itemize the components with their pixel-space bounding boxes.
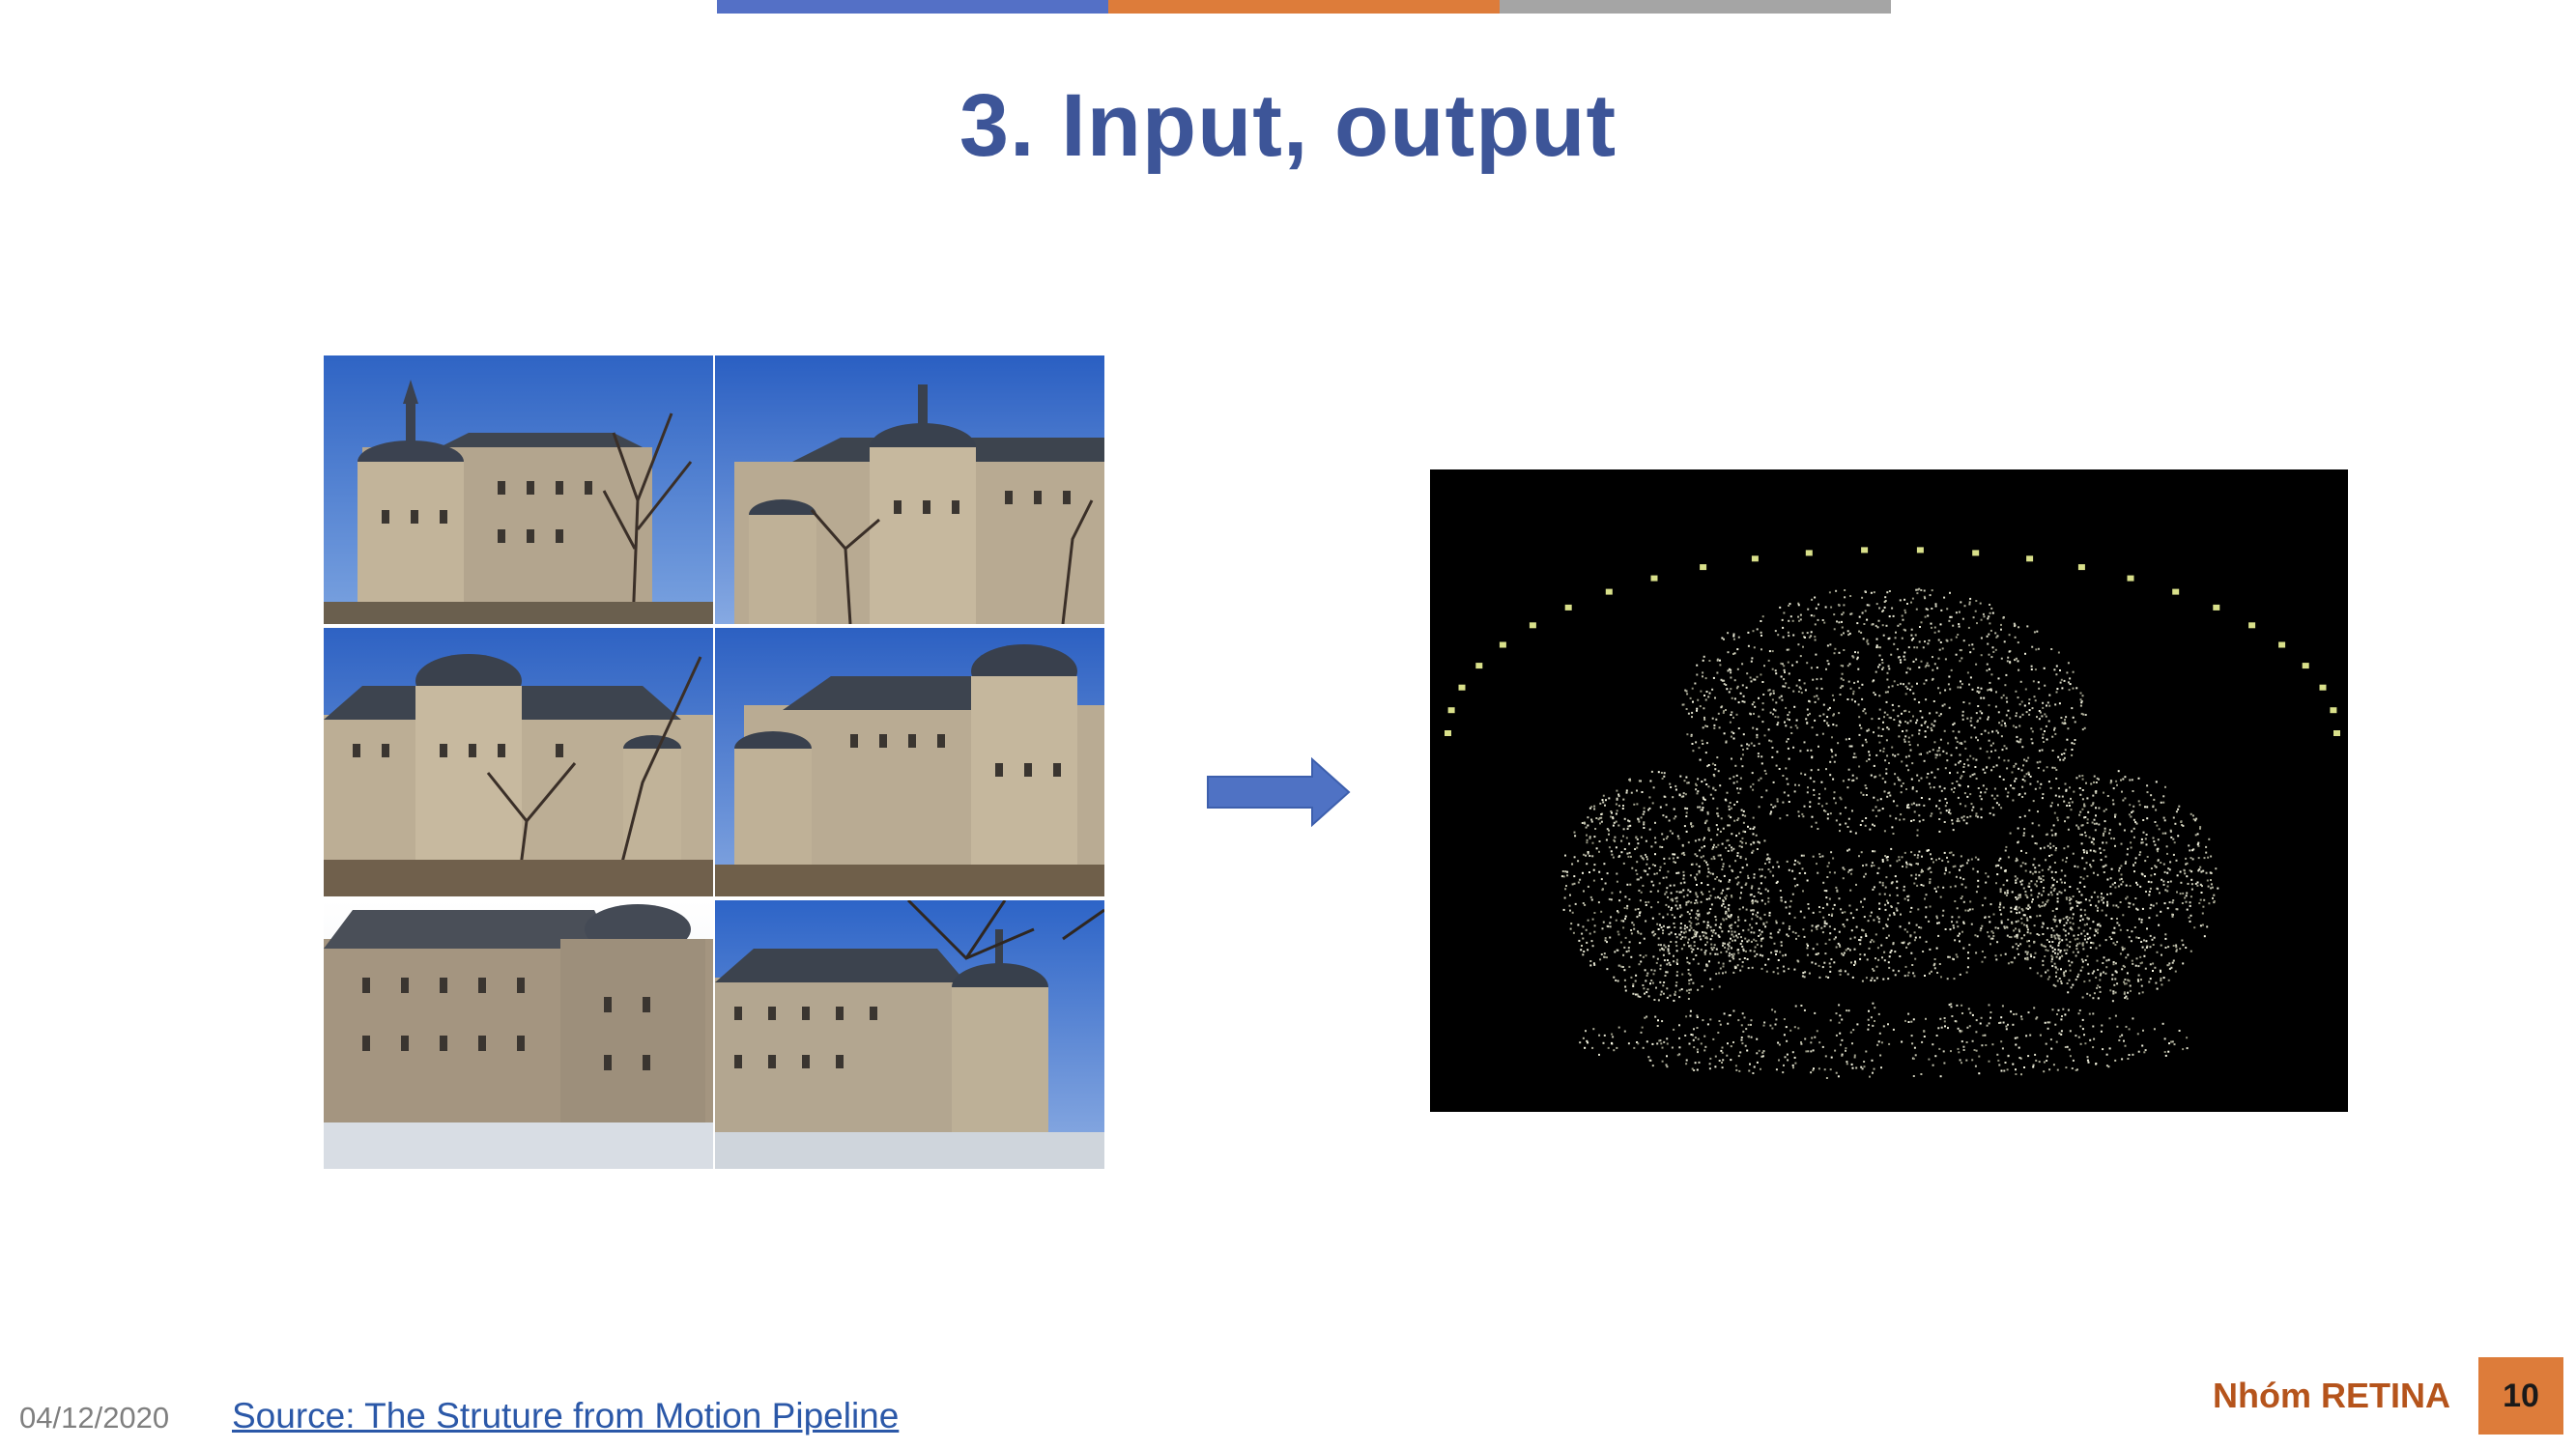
right-arrow-icon xyxy=(1206,756,1351,828)
castle-photo-1 xyxy=(324,355,713,624)
slide-date: 04/12/2020 xyxy=(19,1401,170,1435)
accent-bar-gray xyxy=(1500,0,1891,14)
page-number: 10 xyxy=(2478,1357,2563,1435)
castle-photo-3 xyxy=(324,628,713,896)
input-photo-grid xyxy=(324,355,1104,1169)
accent-bar-blue xyxy=(717,0,1108,14)
slide-title: 3. Input, output xyxy=(959,76,1617,175)
source-link[interactable]: Source: The Struture from Motion Pipelin… xyxy=(232,1396,900,1435)
castle-photo-4 xyxy=(715,628,1104,896)
group-name: Nhóm RETINA xyxy=(2213,1376,2450,1415)
accent-bar-orange xyxy=(1108,0,1500,14)
castle-photo-2 xyxy=(715,355,1104,624)
point-cloud-output-image xyxy=(1430,469,2348,1112)
castle-photo-5 xyxy=(324,900,713,1169)
castle-photo-6 xyxy=(715,900,1104,1169)
